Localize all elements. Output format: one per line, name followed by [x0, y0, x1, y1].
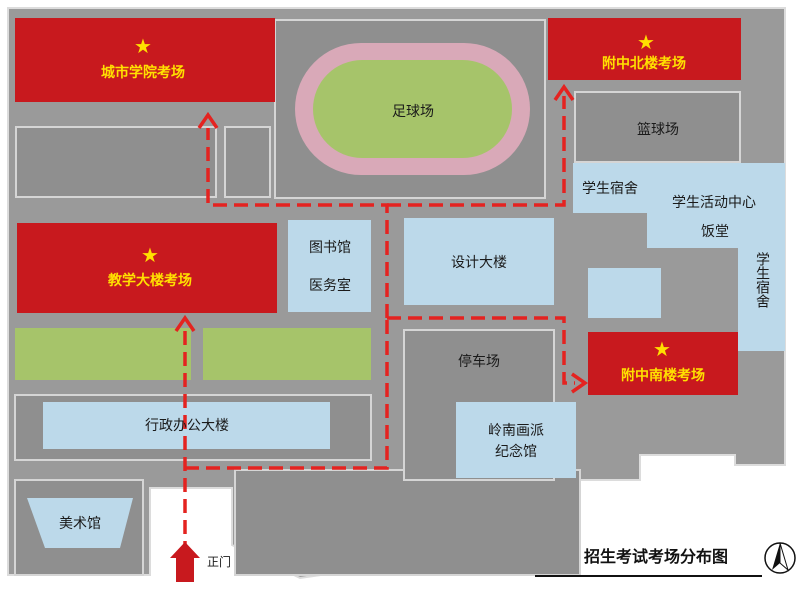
art-museum-building: [27, 498, 133, 548]
activity-center-building: [647, 163, 785, 248]
facility-label: 饭堂: [701, 224, 729, 240]
facility-label: 医务室: [309, 277, 351, 294]
library-building: [288, 220, 371, 312]
exam-routes: [183, 96, 575, 555]
exam-room-chengshi: [15, 18, 275, 102]
map-title: 招生考试考场分布图: [584, 547, 728, 566]
exam-room-fuzhong-north: [548, 18, 741, 80]
facility-label: 美术馆: [59, 516, 101, 532]
lawn-right: [203, 328, 371, 380]
exam-room-label: 城市学院考场: [101, 64, 185, 81]
star-icon: ★: [653, 337, 671, 361]
facility-label: 学生活动中心: [672, 195, 756, 211]
facility-label: 纪念馆: [495, 443, 537, 460]
football-field: [313, 60, 512, 158]
gate-label: 正门: [207, 554, 231, 569]
exam-room-fuzhong-south: [588, 332, 738, 395]
facility-label: 行政办公大楼: [145, 418, 229, 434]
facility-label: 图书馆: [309, 240, 351, 256]
block-left-top: [15, 126, 217, 198]
exam-room-jiaoxue: [17, 223, 277, 313]
lawn-left: [15, 328, 191, 380]
star-icon: ★: [637, 30, 655, 54]
basketball-court: [574, 91, 741, 163]
north-compass-icon: [764, 542, 796, 574]
design-building: [404, 218, 554, 305]
star-icon: ★: [141, 243, 159, 267]
small-building: [588, 268, 661, 318]
dorm-building-2: [738, 248, 785, 351]
facility-label: 学生宿舍: [582, 180, 638, 197]
block-mid-top: [224, 126, 271, 198]
lingnan-museum-building: [456, 402, 576, 478]
facility-label: 停车场: [458, 353, 500, 370]
block-bottom-mid: [234, 469, 581, 576]
route-arrowheads: [174, 83, 589, 394]
exam-room-label: 附中南楼考场: [621, 367, 705, 384]
facility-label: 足球场: [392, 104, 434, 120]
facility-label: 篮球场: [637, 122, 679, 138]
dorm-building-1: [573, 163, 647, 213]
facility-label: 岭南画派: [488, 423, 544, 439]
facility-label: 设计大楼: [451, 255, 507, 271]
exam-room-label: 教学大楼考场: [108, 272, 192, 289]
exam-room-label: 附中北楼考场: [602, 55, 686, 72]
facility-label-vertical: 学生宿舍: [754, 252, 770, 308]
star-icon: ★: [134, 34, 152, 58]
main-gate-arrow-icon: [170, 542, 200, 582]
